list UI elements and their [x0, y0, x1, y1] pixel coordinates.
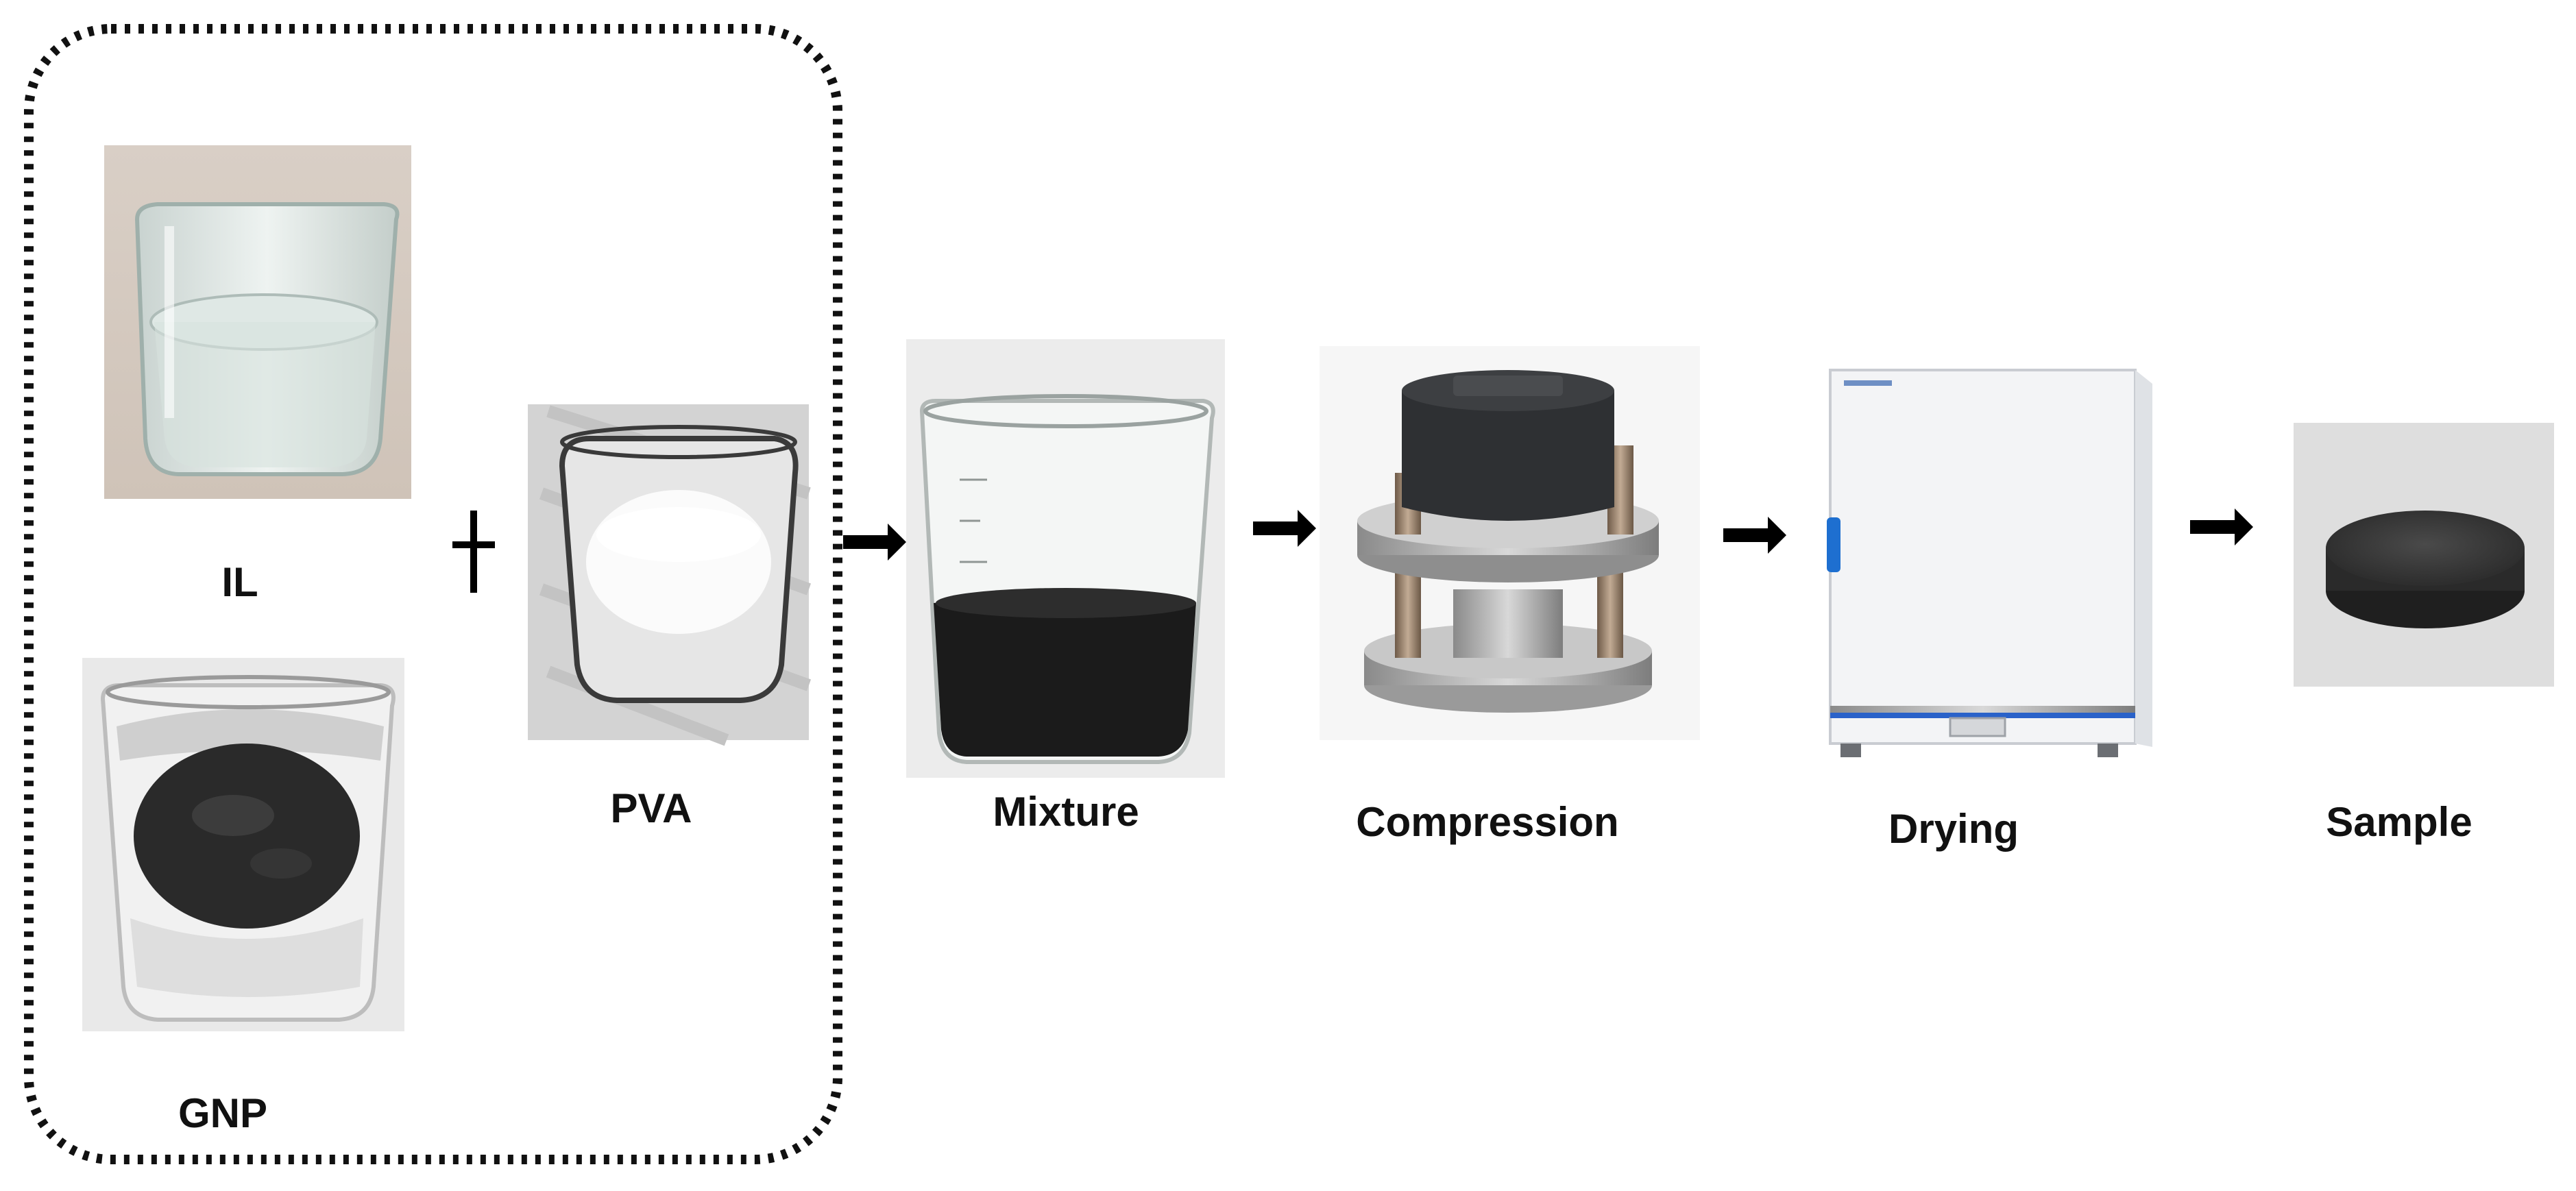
il-photo — [104, 145, 411, 499]
drying-label: Drying — [1888, 806, 2019, 852]
gnp-photo — [82, 658, 404, 1031]
gnp-label: GNP — [178, 1090, 268, 1136]
sample-photo — [2294, 423, 2554, 687]
compression-label: Compression — [1356, 799, 1619, 845]
mixture-label: Mixture — [993, 789, 1139, 835]
arrow-right-icon — [1723, 517, 1786, 554]
drying-photo — [1823, 360, 2152, 757]
pva-photo — [528, 404, 812, 746]
arrow-right-icon — [1253, 510, 1316, 547]
pva-label: PVA — [610, 785, 692, 831]
compression-photo — [1320, 346, 1700, 740]
ingredients-group-frame — [24, 24, 842, 1164]
arrow-right-icon — [2190, 508, 2253, 545]
sample-label: Sample — [2326, 799, 2472, 845]
arrow-right-icon — [843, 524, 906, 561]
plus-icon — [452, 511, 495, 593]
il-label: IL — [221, 559, 258, 605]
mixture-photo — [906, 339, 1225, 778]
